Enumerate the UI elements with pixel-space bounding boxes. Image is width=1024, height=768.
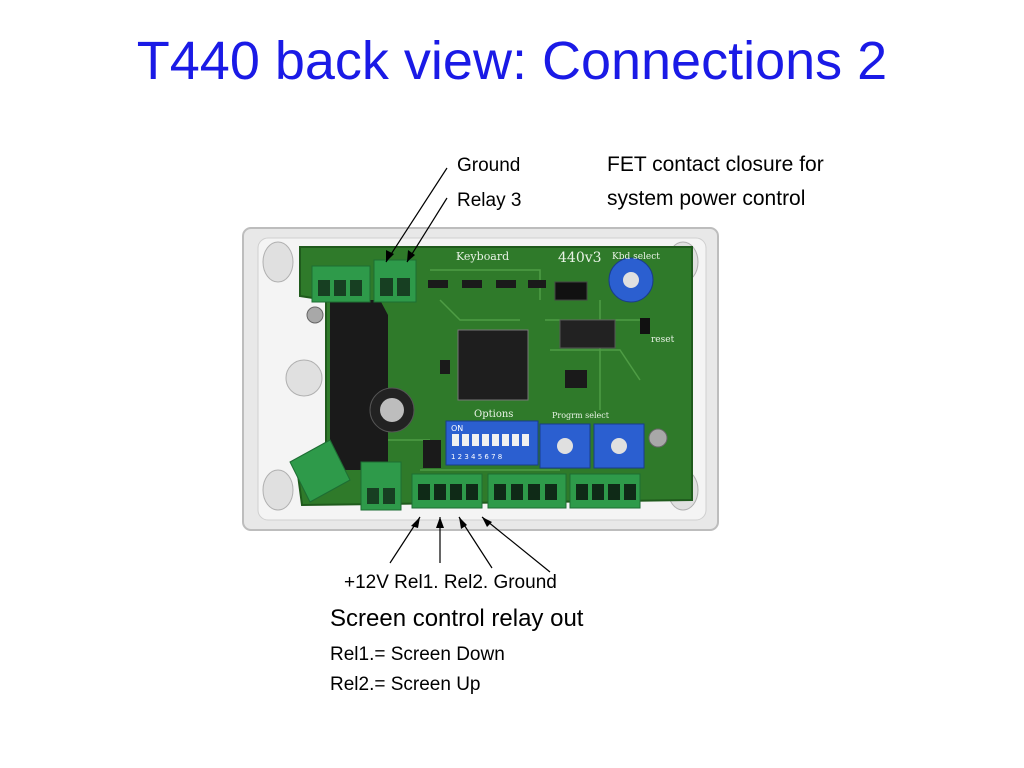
label-fet-line1: FET contact closure for bbox=[607, 153, 824, 176]
label-screen-heading: Screen control relay out bbox=[330, 605, 584, 632]
rotary-switch-prog1-knob bbox=[557, 438, 573, 454]
arrowhead-ground-bottom bbox=[482, 517, 492, 527]
reset-switch bbox=[640, 318, 650, 334]
small-components bbox=[428, 280, 587, 388]
arrowhead-12v bbox=[411, 517, 420, 528]
terminal-mid-right-openings bbox=[494, 484, 557, 500]
leader-arrowheads bbox=[386, 250, 492, 529]
label-fet-line2: system power control bbox=[607, 187, 806, 210]
label-rel1-desc: Rel1.= Screen Down bbox=[330, 644, 505, 665]
arrowhead-relay3 bbox=[407, 250, 415, 262]
mount-hole-bl bbox=[262, 469, 294, 511]
mount-hole-tl bbox=[262, 241, 294, 283]
silk-dip-numbers: 1 2 3 4 5 6 7 8 bbox=[451, 453, 502, 461]
jumper-block bbox=[423, 440, 441, 468]
label-relay3: Relay 3 bbox=[457, 190, 522, 211]
relay-block bbox=[330, 300, 388, 470]
terminal-block-bottom-left bbox=[289, 439, 351, 503]
capacitor-top bbox=[380, 398, 404, 422]
arrowhead-rel2 bbox=[459, 517, 467, 529]
microcontroller-chip bbox=[457, 329, 529, 401]
screw-right bbox=[648, 428, 668, 448]
terminal-right-openings bbox=[576, 484, 636, 500]
terminal-ground-relay3-openings bbox=[380, 278, 410, 296]
arrowhead-ground bbox=[386, 250, 394, 262]
mount-hole-ml bbox=[285, 359, 323, 397]
label-rel2-desc: Rel2.= Screen Up bbox=[330, 674, 481, 695]
label-bottom-pins: +12V Rel1. Rel2. Ground bbox=[344, 572, 557, 593]
silk-kbd-select: Kbd select bbox=[612, 252, 660, 262]
silk-progrm-select: Progrm select bbox=[552, 411, 610, 420]
silk-reset: reset bbox=[651, 335, 675, 345]
rotary-switch-kbd-knob bbox=[623, 272, 639, 288]
header-pins-top bbox=[554, 281, 588, 301]
leader-ground bbox=[385, 167, 448, 263]
dip-switch-toggles bbox=[452, 434, 529, 446]
silk-model: 440v3 bbox=[558, 250, 602, 266]
rotary-switch-prog1 bbox=[539, 423, 591, 469]
header-pins-mid bbox=[559, 319, 616, 349]
rotary-switch-prog2-knob bbox=[611, 438, 627, 454]
leader-ground-bottom bbox=[481, 516, 551, 573]
terminal-screen-relay-openings bbox=[418, 484, 478, 500]
arrowhead-rel1 bbox=[436, 517, 444, 528]
silk-options: Options bbox=[474, 409, 513, 420]
label-ground-top: Ground bbox=[457, 155, 521, 176]
silk-keyboard: Keyboard bbox=[456, 250, 509, 263]
terminal-bottom-mid-openings bbox=[367, 488, 395, 504]
screw-left bbox=[306, 306, 324, 324]
slide-title: T440 back view: Connections 2 bbox=[136, 31, 888, 91]
leader-relay3 bbox=[406, 197, 448, 263]
silk-dip-on: ON bbox=[451, 424, 463, 433]
terminal-top-left-openings bbox=[318, 280, 362, 296]
